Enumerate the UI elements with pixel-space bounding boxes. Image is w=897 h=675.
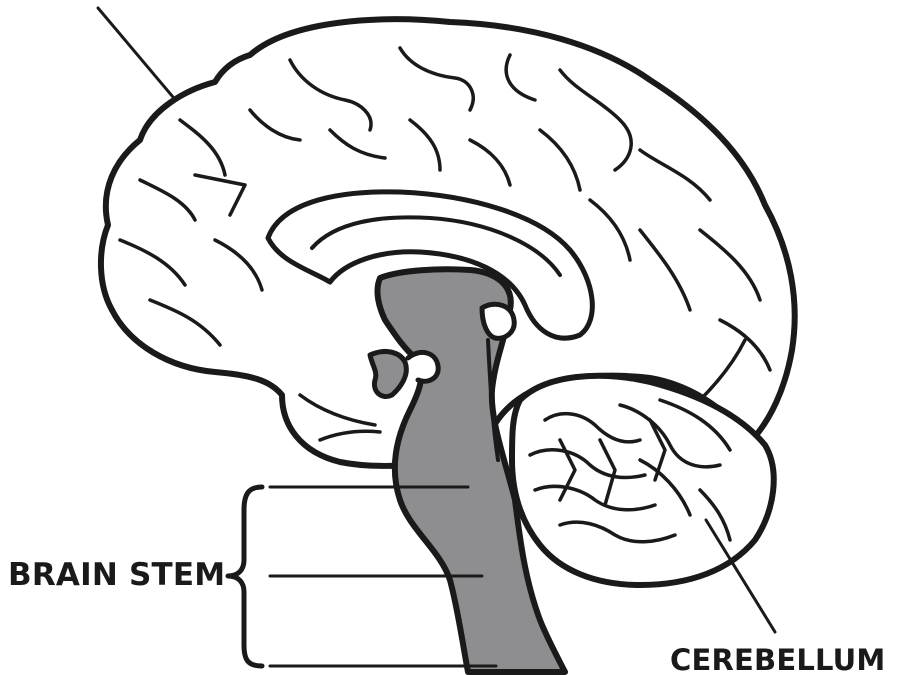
cerebellum-label: CEREBELLUM xyxy=(670,643,885,675)
brain-stem-label: BRAIN STEM xyxy=(8,557,225,593)
pineal-region xyxy=(482,304,514,338)
brain-stem-bracket xyxy=(228,487,262,666)
